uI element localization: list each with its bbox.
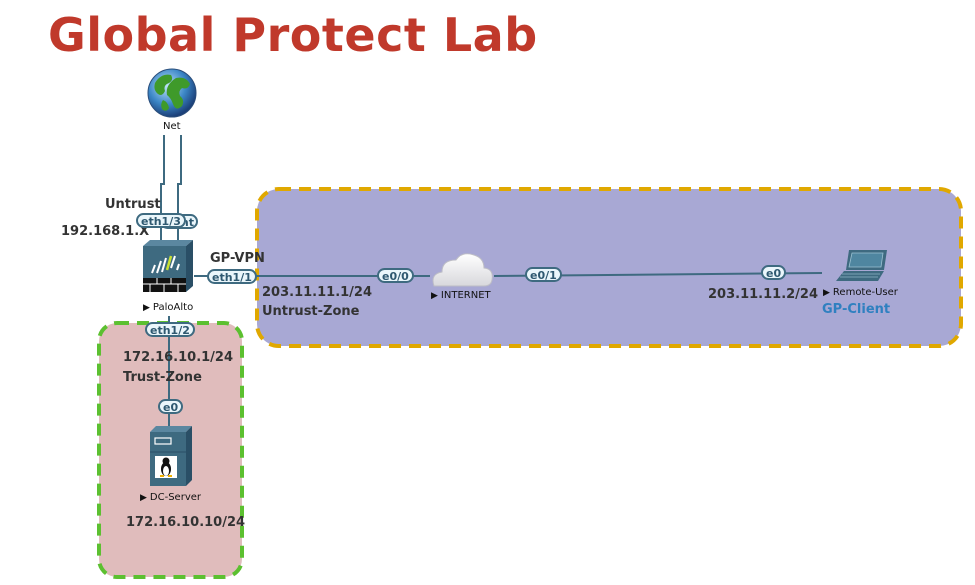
node-marker-icon: ▶ (431, 291, 438, 301)
label-untrust: Untrust (105, 197, 161, 212)
label-server-ip: 172.16.10.10/24 (126, 515, 246, 530)
node-marker-icon: ▶ (823, 288, 830, 298)
node-marker-icon: ▶ (140, 493, 147, 503)
port-badge-eth1-2[interactable]: eth1/2 (145, 322, 195, 337)
firewall-icon[interactable] (143, 240, 193, 292)
node-marker-icon: ▶ (143, 303, 150, 313)
link-net-paloalto-eth1-3 (160, 135, 165, 240)
node-label-text: INTERNET (440, 290, 491, 301)
node-label-dc-server: ▶DC-Server (140, 492, 201, 503)
label-untrust-ip: 192.168.1.X (61, 224, 150, 239)
label-untrust-zone-ip: 203.11.11.1/24 (262, 285, 373, 300)
label-client-ip: 203.11.11.2/24 (708, 287, 819, 302)
label-trust-zone-name: Trust-Zone (123, 370, 202, 385)
port-badge-e0-1[interactable]: e0/1 (525, 267, 562, 282)
cloud-icon[interactable] (432, 253, 493, 287)
port-badge-e0-0[interactable]: e0/0 (377, 268, 414, 283)
linux-server-icon[interactable] (150, 426, 192, 486)
label-trust-ip: 172.16.10.1/24 (123, 350, 234, 365)
node-label-text: PaloAlto (152, 302, 194, 313)
node-label-paloalto: ▶PaloAlto (143, 302, 193, 313)
label-gp-client: GP-Client (822, 302, 891, 317)
globe-icon[interactable] (147, 68, 197, 118)
label-gp-vpn: GP-VPN (210, 251, 265, 266)
untrust-zone[interactable] (255, 187, 963, 348)
page-title: Global Protect Lab (48, 8, 538, 62)
laptop-icon[interactable] (836, 250, 887, 281)
node-label-remote-user: ▶Remote-User (823, 287, 898, 298)
node-label-text: DC-Server (149, 492, 202, 503)
label-untrust-zone-name: Untrust-Zone (262, 304, 360, 319)
port-badge-user-e0[interactable]: e0 (761, 265, 787, 280)
link-net-paloalto-mgmt (177, 135, 182, 240)
node-label-internet: ▶INTERNET (431, 290, 491, 301)
port-badge-eth1-1[interactable]: eth1/1 (207, 269, 257, 284)
node-label-net: Net (163, 121, 181, 132)
node-label-text: Remote-User (832, 287, 898, 298)
port-badge-eth1-3[interactable]: eth1/3 (136, 213, 186, 228)
port-badge-server-e0[interactable]: e0 (158, 399, 184, 414)
